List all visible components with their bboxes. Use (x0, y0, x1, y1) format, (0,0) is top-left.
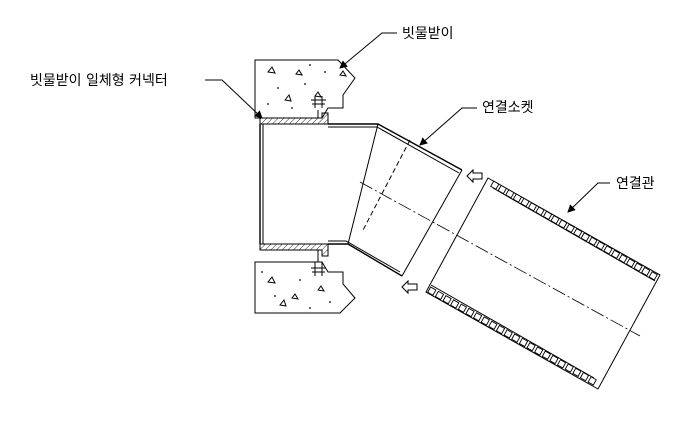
pipe-rib (648, 271, 658, 281)
pipe-rib (625, 258, 636, 268)
pipe-rib (588, 236, 598, 247)
label-connection-pipe: 연결관 (616, 176, 655, 192)
pipe-rib (610, 249, 621, 260)
pipe-rib (535, 206, 545, 216)
pipe-rib (572, 367, 582, 377)
concrete-texture-bottom (261, 271, 331, 309)
pipe-rib (579, 371, 590, 382)
concrete-texture-top (267, 64, 347, 109)
pipe-ribs-bottom (427, 286, 597, 386)
pipe-rib (618, 253, 628, 264)
pipe-rib (573, 227, 583, 238)
pipe-rib (457, 303, 468, 313)
pipe-rib (518, 337, 529, 348)
pipe-rib (587, 376, 597, 386)
label-connection-socket: 연결소켓 (482, 100, 534, 116)
pipe-rib (549, 354, 559, 365)
pipe-rib (527, 202, 538, 212)
leader-lines (205, 32, 610, 213)
pipe-rib (564, 363, 574, 373)
insertion-arrow-bottom (401, 279, 418, 295)
pipe-rib (480, 316, 490, 326)
gutter-block-bottom (254, 261, 356, 314)
pipe-rib (495, 324, 506, 335)
pipe-rib (580, 232, 591, 242)
pipe-rib (427, 286, 437, 296)
connection-socket (328, 123, 463, 277)
pipe-rib (505, 189, 515, 199)
pipe-rib (520, 197, 530, 208)
pipe-rib (488, 320, 498, 330)
pipe-rib (465, 307, 475, 318)
pipe-rib (565, 223, 575, 234)
pipe-rib (557, 219, 568, 229)
gutter-block-top (254, 59, 356, 119)
pipe-rib (503, 329, 513, 339)
pipe-rib (640, 266, 651, 277)
pipe-rib (512, 193, 523, 203)
center-line (359, 181, 641, 337)
pipe-rib (511, 333, 521, 343)
label-integrated-connector: 빗물받이 일체형 커넥터 (30, 73, 168, 89)
pipe-rib (633, 262, 643, 272)
pipe-rib (603, 245, 613, 255)
pipe-rib (497, 184, 508, 195)
pipe-rib (450, 299, 460, 309)
pipe-rib (472, 312, 483, 322)
pipe-rib (526, 342, 536, 352)
pipe-rib (556, 359, 567, 369)
pipe-rib (490, 180, 500, 190)
insertion-arrow-top (466, 168, 483, 184)
pipe-rib (541, 350, 552, 360)
integrated-connector (259, 110, 329, 262)
pipe-rib (550, 214, 560, 225)
pipe-rib (542, 210, 553, 221)
pipe-ribs-top (490, 180, 658, 281)
label-gutter: 빗물받이 (402, 26, 454, 42)
pipe-rib (534, 346, 544, 356)
pipe-rib (434, 290, 445, 301)
pipe-rib (442, 295, 452, 305)
pipe-rib (595, 240, 606, 251)
connection-pipe (425, 177, 661, 390)
